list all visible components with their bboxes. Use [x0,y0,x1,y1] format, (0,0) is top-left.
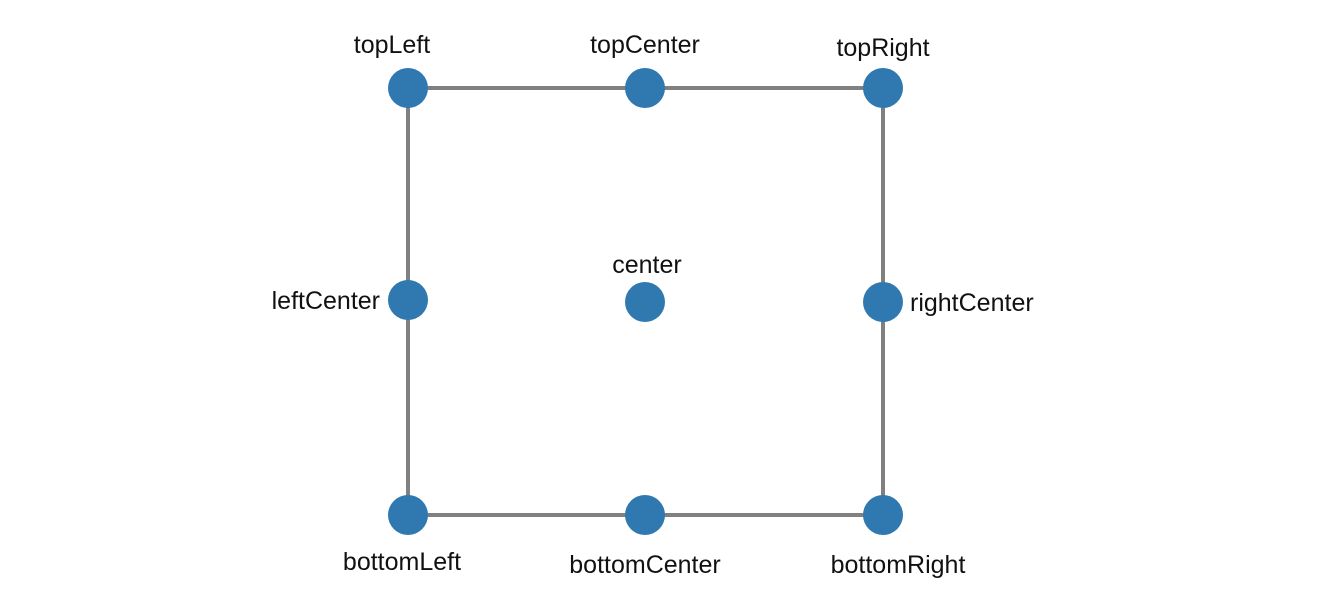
label-right-center: rightCenter [910,289,1034,317]
label-bottom-right: bottomRight [831,551,966,579]
node-left-center [388,280,428,320]
label-top-left: topLeft [354,31,431,59]
label-top-center: topCenter [590,31,700,59]
label-bottom-left: bottomLeft [343,548,461,576]
node-center [625,282,665,322]
node-bottom-left [388,495,428,535]
node-right-center [863,282,903,322]
square-outline [406,86,885,517]
node-bottom-center [625,495,665,535]
node-top-right [863,68,903,108]
label-left-center: leftCenter [272,287,380,315]
node-top-left [388,68,428,108]
node-bottom-right [863,495,903,535]
label-center: center [612,251,681,279]
label-bottom-center: bottomCenter [569,551,720,579]
anchor-nodes [388,68,903,535]
anchor-labels: topLeft topCenter topRight leftCenter ce… [272,31,1034,579]
label-top-right: topRight [836,34,929,62]
node-top-center [625,68,665,108]
